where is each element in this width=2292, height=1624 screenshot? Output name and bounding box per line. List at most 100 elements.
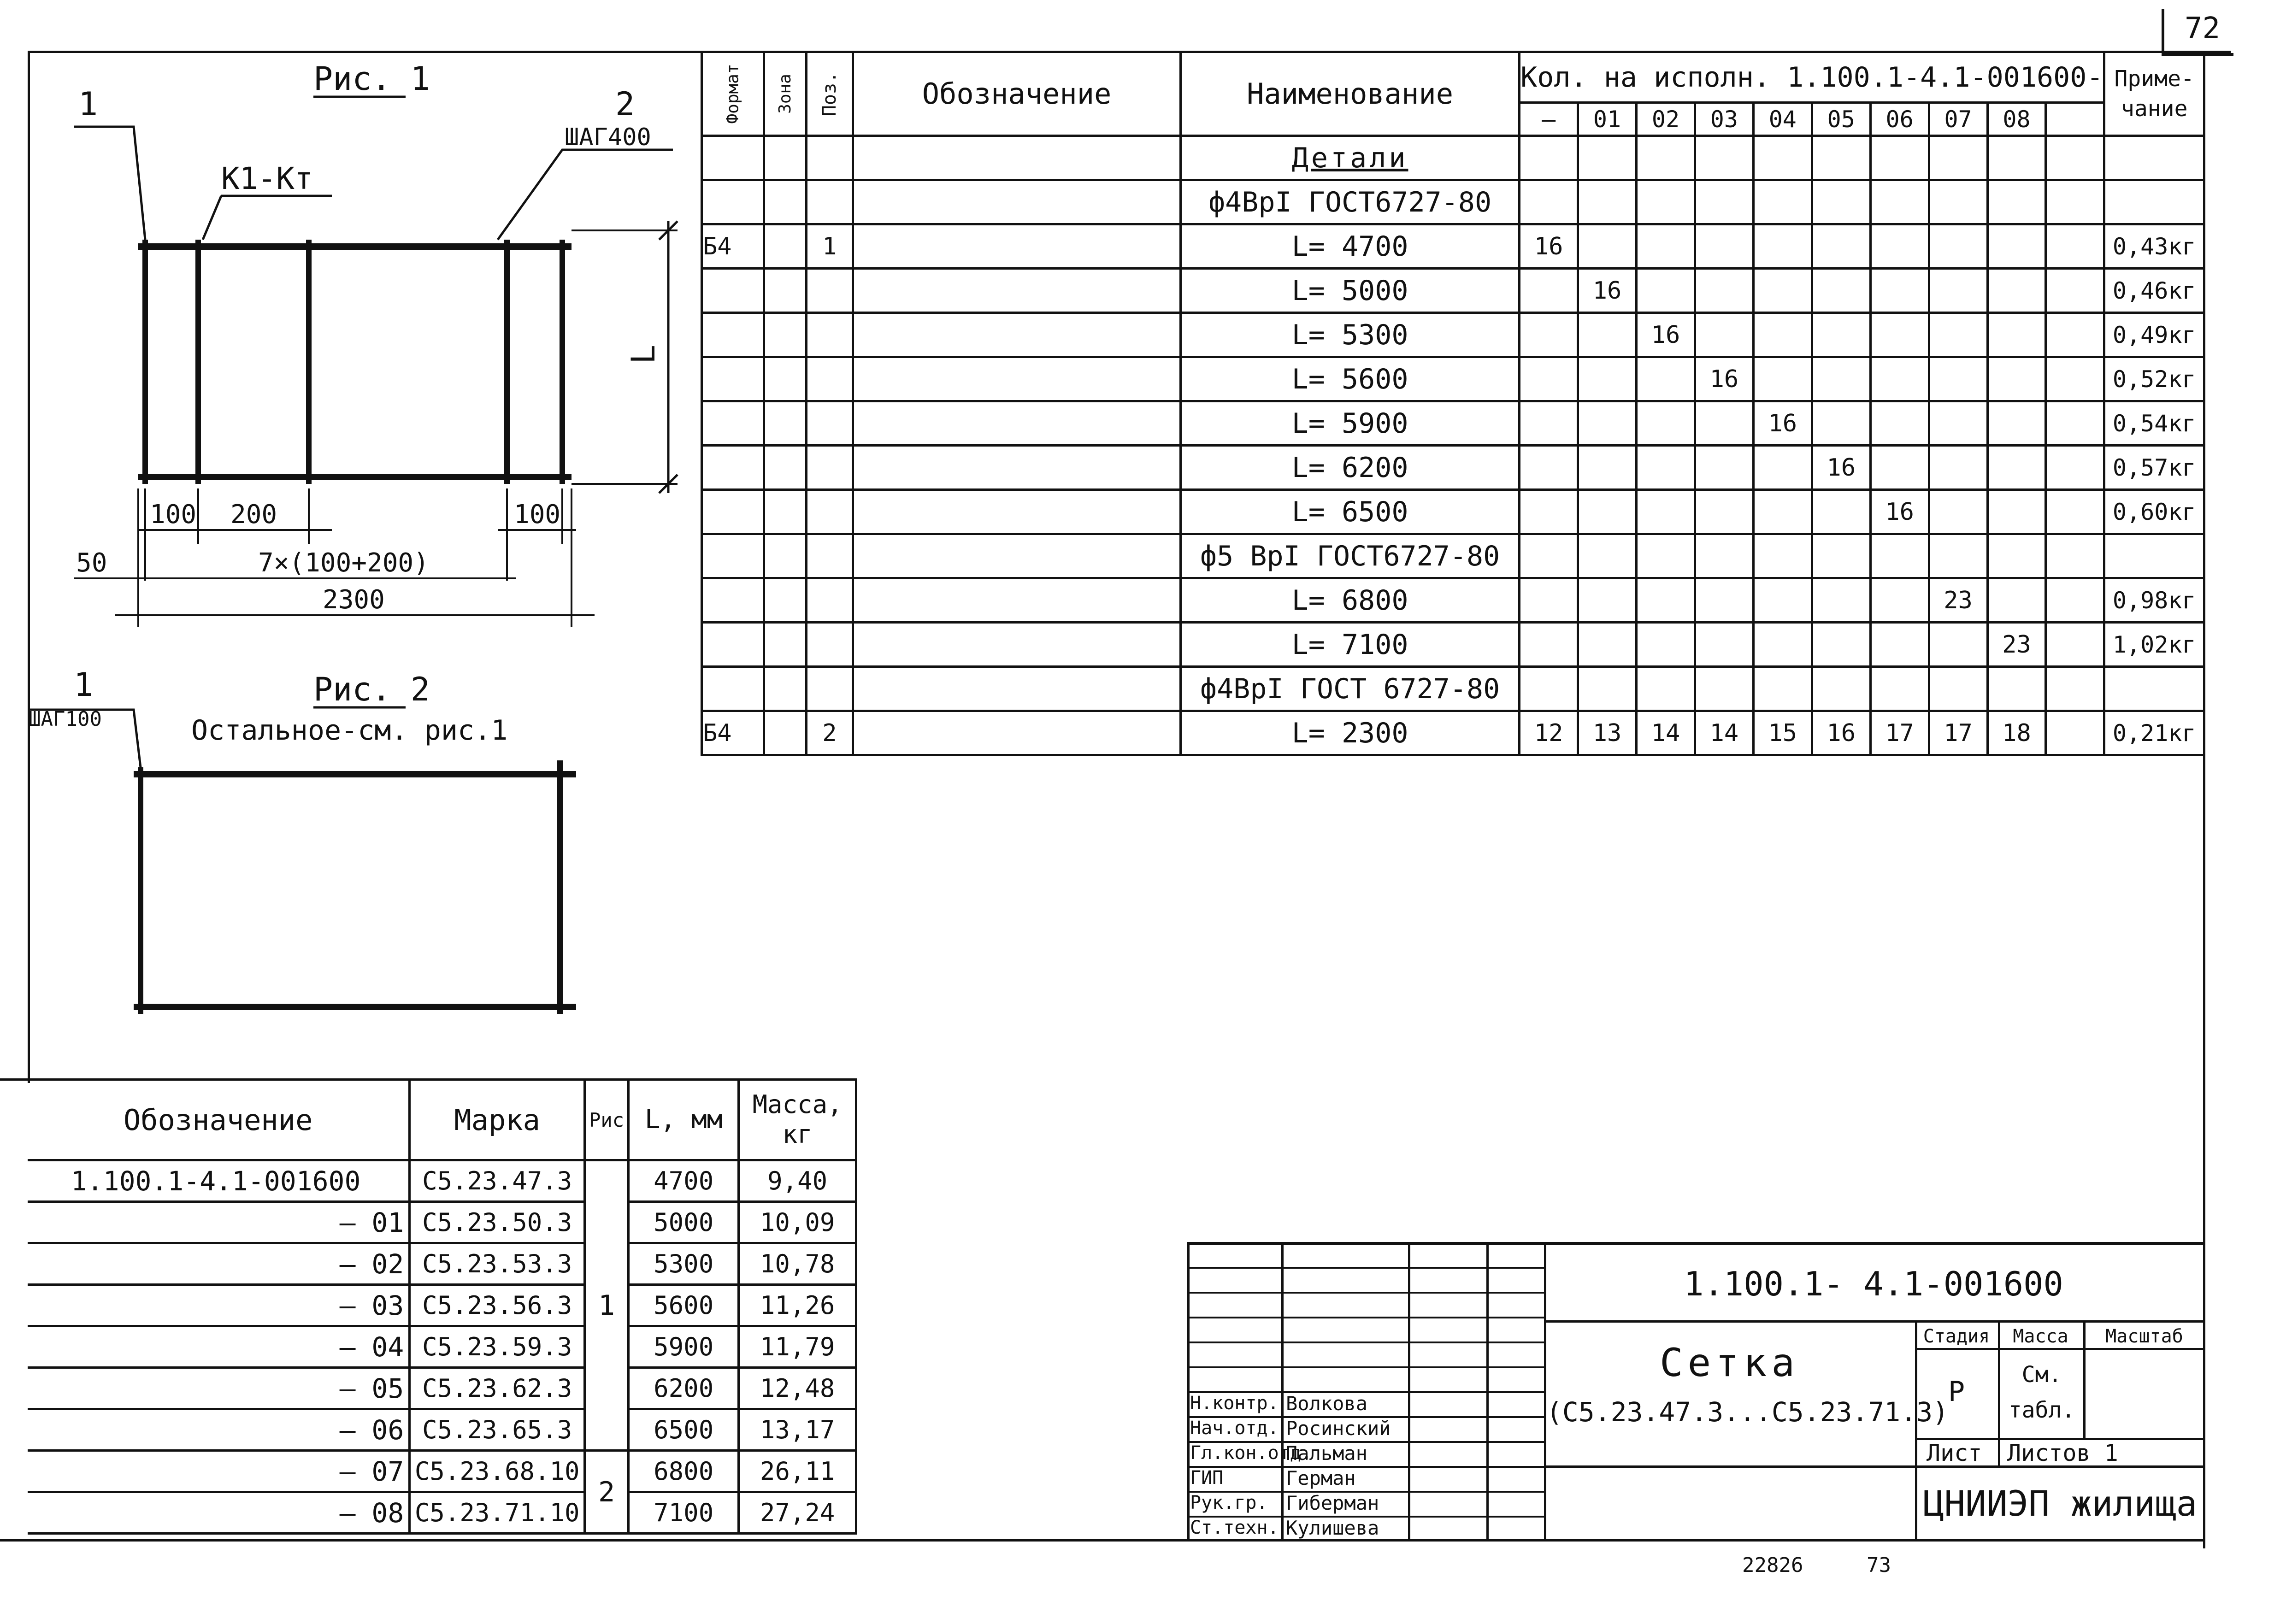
marks-mass-cell: 27,24: [737, 1491, 857, 1535]
sig-grid-line: [1187, 1416, 1546, 1418]
spec-qty-cell: [1693, 444, 1755, 491]
spec-qty-cell: [1810, 135, 1872, 181]
marks-mass-cell: 10,09: [737, 1200, 857, 1244]
spec-qty-cell: [1635, 665, 1696, 712]
spec-qty-cell: [1693, 400, 1755, 447]
spec-qty-cell: 14: [1635, 710, 1696, 756]
fig2-title: Рис. 2: [313, 671, 430, 708]
spec-qty-cell: [2045, 488, 2106, 535]
spec-variant-8: 08: [1986, 101, 2047, 137]
tb-h1: [1544, 1320, 2203, 1323]
spec-designation-cell: [852, 267, 1182, 314]
spec-designation-cell: [852, 312, 1182, 358]
marks-len-cell: 6800: [627, 1449, 740, 1493]
bottom-note-right: 73: [1867, 1553, 1891, 1577]
spec-qty-cell: [1810, 400, 1872, 447]
spec-qty-cell: [2045, 577, 2106, 624]
spec-qty-cell: [1693, 621, 1755, 668]
spec-qty-cell: [1518, 356, 1579, 402]
spec-qty-cell: [1693, 223, 1755, 270]
marks-fig-cell: 2: [583, 1449, 630, 1535]
spec-qty-cell: [2045, 400, 2106, 447]
sig-grid-line: [1187, 1317, 1546, 1318]
frame-bottom: [0, 1539, 2205, 1542]
spec-qty-cell: [1986, 488, 2047, 535]
spec-qty-cell: [1869, 356, 1930, 402]
marks-len-cell: 5000: [627, 1200, 740, 1244]
spec-qty-cell: 23: [1927, 577, 1989, 624]
spec-format-cell: [700, 533, 766, 579]
spec-qty-cell: 16: [1693, 356, 1755, 402]
spec-qty-cell: [2045, 621, 2106, 668]
marks-designation-cell: — 03: [28, 1283, 411, 1327]
spec-h-zone: Зона: [763, 51, 807, 137]
fig1-bar-range: К1-Кт: [221, 161, 313, 196]
spec-pos-cell: [805, 665, 854, 712]
marks-mark-cell: С5.23.71.10: [408, 1491, 586, 1535]
spec-variant-6: 06: [1869, 101, 1930, 137]
spec-qty-cell: [1693, 179, 1755, 225]
spec-format-cell: [700, 444, 766, 491]
spec-name-cell: L= 5600: [1179, 356, 1521, 402]
spec-qty-cell: [1869, 665, 1930, 712]
spec-qty-cell: [1869, 444, 1930, 491]
spec-qty-cell: [1810, 533, 1872, 579]
spec-name-cell: ф4ВрI ГОСТ6727-80: [1179, 179, 1521, 225]
marks-mark-cell: С5.23.65.3: [408, 1408, 586, 1452]
marks-designation-cell: — 02: [28, 1242, 411, 1286]
spec-note-cell: 0,46кг: [2103, 267, 2205, 314]
spec-qty-cell: [1986, 223, 2047, 270]
spec-zone-cell: [763, 444, 807, 491]
spec-designation-cell: [852, 356, 1182, 402]
spec-qty-cell: 12: [1518, 710, 1579, 756]
spec-qty-cell: [1693, 312, 1755, 358]
spec-note-cell: 0,49кг: [2103, 312, 2205, 358]
spec-qty-cell: [1635, 135, 1696, 181]
stamp-title: Сетка: [1660, 1340, 1799, 1385]
spec-row: ф4ВрI ГОСТ6727-80: [700, 179, 2205, 225]
spec-qty-cell: [1577, 621, 1638, 668]
spec-qty-cell: [2045, 312, 2106, 358]
stage-value: Р: [1948, 1376, 1965, 1408]
spec-note-cell: 0,54кг: [2103, 400, 2205, 447]
spec-qty-cell: [1635, 577, 1696, 624]
spec-pos-cell: [805, 267, 854, 314]
spec-qty-cell: [1635, 488, 1696, 535]
spec-h-format: Формат: [700, 51, 766, 137]
sig-role: ГИП: [1190, 1467, 1224, 1489]
spec-qty-cell: [1518, 665, 1579, 712]
tb-v1: [1915, 1320, 1917, 1542]
marks-mass-cell: 11,79: [737, 1325, 857, 1369]
sig-name: Пальман: [1286, 1442, 1368, 1465]
spec-qty-cell: 13: [1577, 710, 1638, 756]
spec-qty-cell: [1869, 577, 1930, 624]
spec-qty-cell: [1810, 312, 1872, 358]
spec-qty-cell: [1518, 179, 1579, 225]
spec-zone-cell: [763, 621, 807, 668]
sig-grid-line: [1187, 1491, 1546, 1493]
spec-variant-3: 03: [1693, 101, 1755, 137]
spec-qty-cell: [1752, 267, 1813, 314]
spec-format-cell: [700, 267, 766, 314]
spec-pos-cell: [805, 135, 854, 181]
spec-qty-cell: [1577, 135, 1638, 181]
fig2-step: ШАГ100: [29, 707, 102, 731]
marks-mass-cell: 11,26: [737, 1283, 857, 1327]
sig-role: Нач.отд.: [1190, 1418, 1279, 1439]
spec-qty-cell: 17: [1927, 710, 1989, 756]
spec-qty-cell: [1752, 577, 1813, 624]
marks-fig-cell: 1: [583, 1159, 630, 1452]
marks-len-cell: 5900: [627, 1325, 740, 1369]
stage-header: Стадия: [1923, 1326, 1990, 1347]
fig1-dim-100a: 100: [150, 500, 196, 530]
spec-qty-cell: [2045, 356, 2106, 402]
scale-header: Масштаб: [2105, 1326, 2183, 1347]
spec-h-pos: Поз.: [805, 51, 854, 137]
fig1-dim-repeat: 7×(100+200): [258, 548, 429, 578]
